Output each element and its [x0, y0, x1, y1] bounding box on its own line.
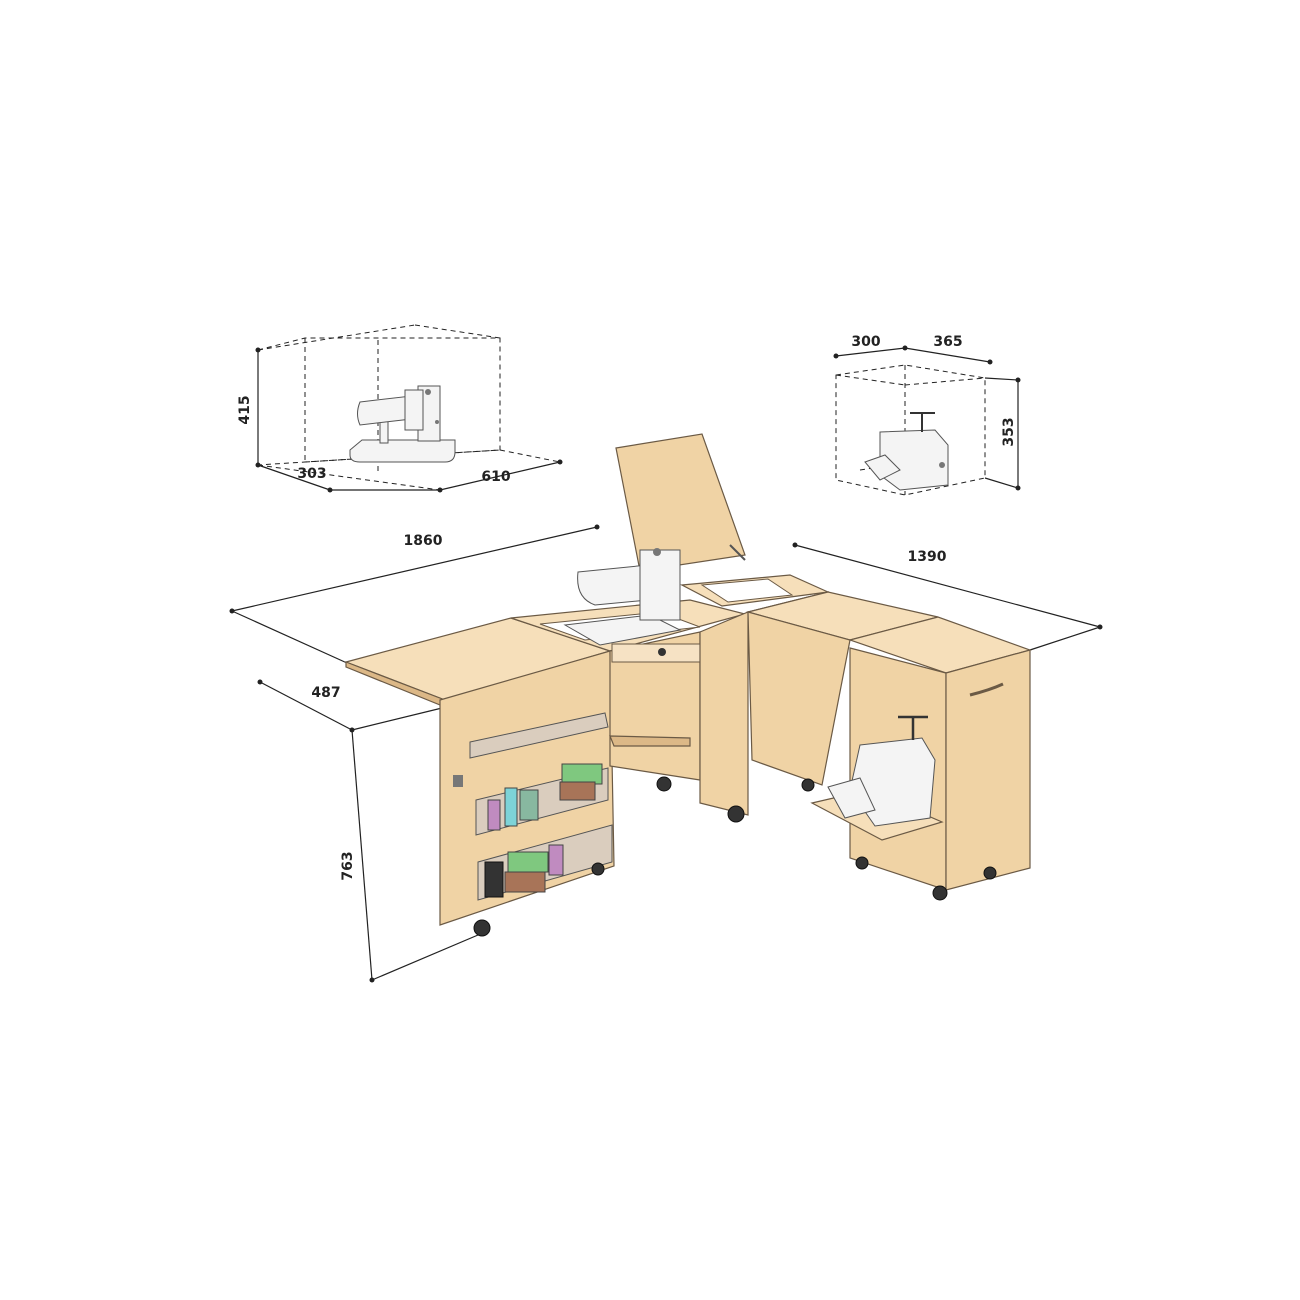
wheel [591, 862, 605, 876]
sewing-cabinet [344, 433, 831, 937]
wheel [656, 776, 672, 792]
cabinet-dimension-lines [229, 524, 1103, 983]
dim-sewing-machine-depth: 303 [297, 466, 326, 482]
cabinet-door [699, 611, 749, 816]
extension-side-panel [945, 649, 1031, 891]
extension-overlock [827, 715, 936, 827]
dim-table-length: 1860 [404, 533, 443, 549]
wheel [473, 919, 491, 937]
dim-table-depth: 487 [311, 685, 340, 701]
dim-overlock-width: 365 [933, 334, 962, 350]
dim-overlock-height: 353 [1001, 417, 1017, 446]
extension-cabinet [745, 591, 1032, 901]
dim-overlock-depth: 300 [851, 334, 880, 350]
wheel [983, 866, 997, 880]
sewing-machine-dimension-box [255, 324, 563, 493]
dim-sewing-machine-height: 415 [237, 395, 253, 424]
dim-table-height: 763 [340, 851, 356, 880]
dim-extension-length: 1390 [908, 549, 947, 565]
cabinet-lid [615, 433, 746, 572]
dim-sewing-machine-width: 610 [481, 469, 510, 485]
wheel [727, 805, 745, 823]
wheel [932, 885, 948, 901]
top-tray [469, 712, 609, 759]
cabinet-sewing-machine [563, 548, 682, 646]
overlock-illustration [864, 412, 949, 491]
sewing-machine-illustration [349, 385, 456, 463]
wheel [801, 778, 815, 792]
wheel [855, 856, 869, 870]
